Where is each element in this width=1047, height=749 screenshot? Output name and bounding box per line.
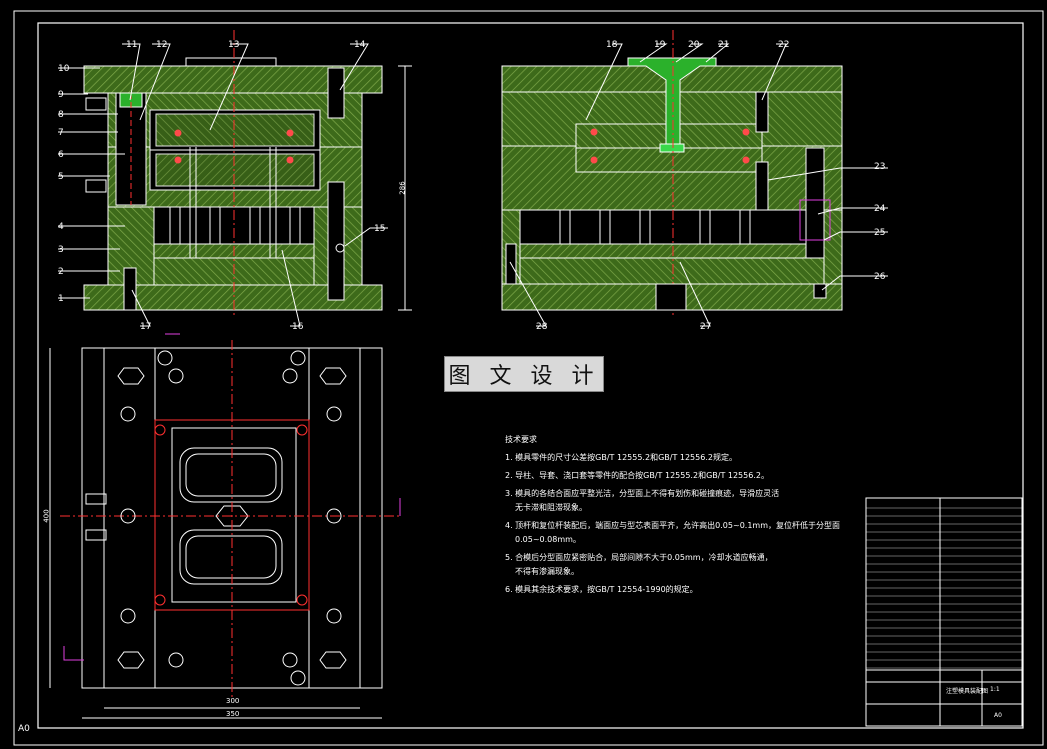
part-number-20: 20 <box>688 40 700 50</box>
part-number-8: 8 <box>58 110 64 120</box>
part-number-13: 13 <box>228 40 240 50</box>
note-item: 2. 导柱、导套、浇口套等零件的配合按GB/T 12555.2和GB/T 125… <box>505 471 769 480</box>
part-number-6: 6 <box>58 150 64 160</box>
note-item: 1. 模具零件的尺寸公差按GB/T 12555.2和GB/T 12556.2规定… <box>505 453 737 462</box>
watermark: 图 文 设 计 <box>444 356 604 392</box>
note-item: 0.05~0.08mm。 <box>515 535 581 544</box>
part-number-2: 2 <box>58 267 64 277</box>
dim-plan-width-outer: 350 <box>226 710 240 718</box>
part-number-17: 17 <box>140 322 152 332</box>
dim-side-height: 286 <box>398 181 407 195</box>
part-number-26: 26 <box>874 272 886 282</box>
part-number-10: 10 <box>58 64 70 74</box>
part-number-27: 27 <box>700 322 712 332</box>
note-item: 6. 模具其余技术要求，按GB/T 12554-1990的规定。 <box>505 585 698 594</box>
right-section-view <box>501 30 843 318</box>
part-number-16: 16 <box>292 322 304 332</box>
part-number-24: 24 <box>874 204 886 214</box>
part-number-3: 3 <box>58 245 64 255</box>
note-item: 不得有渗漏现象。 <box>515 567 579 576</box>
dim-plan-width-inner: 300 <box>226 697 240 705</box>
left-section-view <box>83 30 412 318</box>
note-item: 5. 合模后分型面应紧密贴合，局部间隙不大于0.05mm，冷却水道应畅通， <box>505 553 773 562</box>
right-leaders <box>509 43 888 327</box>
part-number-21: 21 <box>718 40 730 50</box>
part-number-12: 12 <box>156 40 168 50</box>
inner-frame <box>37 22 1024 729</box>
sheet-size-label: A0 <box>18 724 30 734</box>
part-number-14: 14 <box>354 40 366 50</box>
note-item: 3. 模具的各结合面应平整光洁，分型面上不得有划伤和碰撞痕迹，导滑应灵活 <box>505 489 780 498</box>
part-number-11: 11 <box>126 40 138 50</box>
part-number-23: 23 <box>874 162 886 172</box>
drawing-name: 注塑模具装配图 <box>946 688 989 695</box>
drawing-scale: 1:1 <box>990 686 1000 693</box>
part-number-1: 1 <box>58 294 64 304</box>
sheet-id: A0 <box>994 712 1002 719</box>
part-number-15: 15 <box>374 224 386 234</box>
part-number-25: 25 <box>874 228 886 238</box>
dim-plan-height: 400 <box>42 509 51 523</box>
plan-view <box>49 333 401 719</box>
part-number-19: 19 <box>654 40 666 50</box>
left-leaders <box>58 43 388 327</box>
part-number-22: 22 <box>778 40 790 50</box>
part-number-18: 18 <box>606 40 618 50</box>
part-number-28: 28 <box>536 322 548 332</box>
technical-notes: 技术要求 1. 模具零件的尺寸公差按GB/T 12555.2和GB/T 1255… <box>505 436 840 604</box>
part-number-4: 4 <box>58 222 64 232</box>
part-number-7: 7 <box>58 128 64 138</box>
note-item: 4. 顶杆和复位杆装配后，端面应与型芯表面平齐，允许高出0.05~0.1mm，复… <box>505 521 840 530</box>
outer-frame <box>13 10 1044 746</box>
part-number-9: 9 <box>58 90 64 100</box>
title-block-rows <box>866 507 1022 669</box>
part-number-5: 5 <box>58 172 64 182</box>
notes-heading: 技术要求 <box>505 435 537 444</box>
note-item: 无卡滞和阻滞现象。 <box>515 503 587 512</box>
